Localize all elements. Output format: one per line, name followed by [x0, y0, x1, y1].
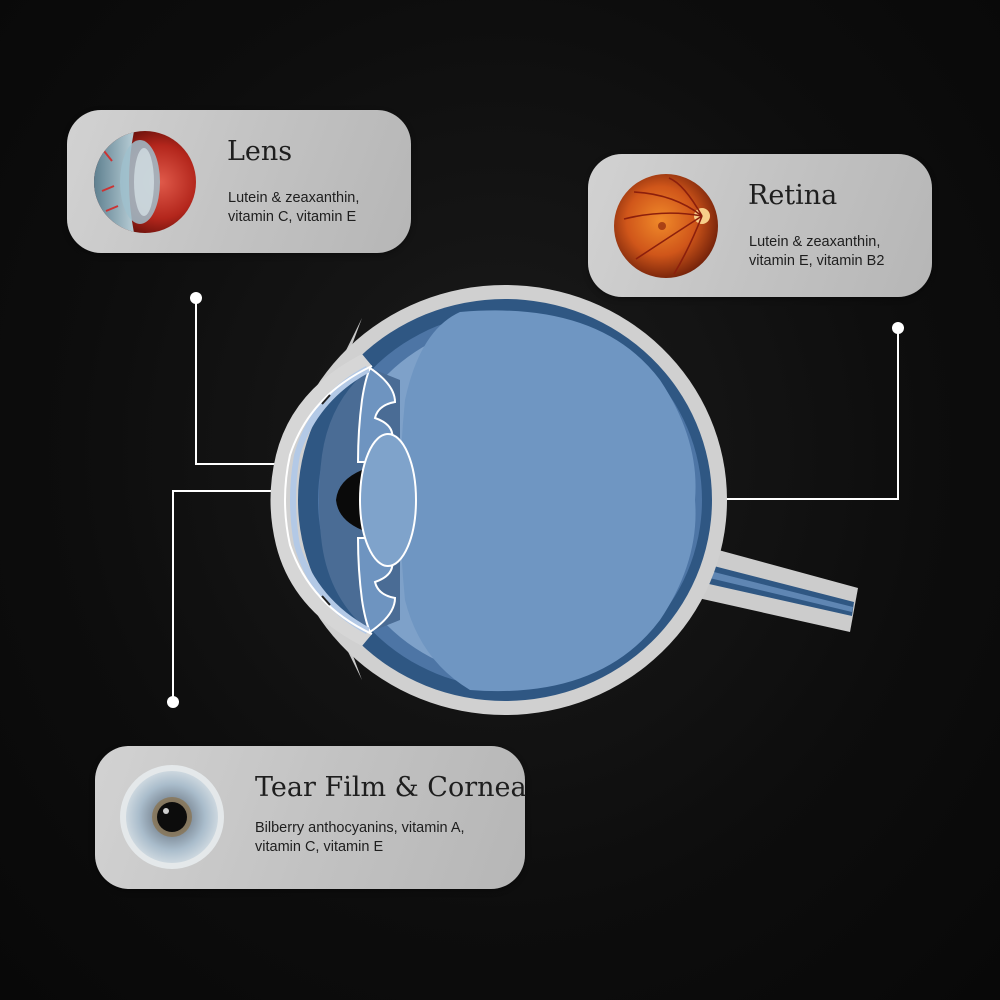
lens-closeup-image	[94, 131, 196, 233]
lens-card: Lens Lutein & zeaxanthin, vitamin C, vit…	[67, 110, 411, 253]
lens-nutrients-line-1: Lutein & zeaxanthin,	[228, 190, 360, 206]
tear-film-cornea-nutrients-line-2: vitamin C, vitamin E	[255, 839, 384, 855]
tear-film-cornea-card: Tear Film & Cornea Bilberry anthocyanins…	[95, 746, 527, 889]
retina-nutrients-line-1: Lutein & zeaxanthin,	[749, 234, 881, 250]
eyeball	[270, 285, 858, 715]
iris-closeup-image	[120, 765, 224, 869]
cornea-connector-line	[172, 490, 272, 702]
retina-nutrients-line-2: vitamin E, vitamin B2	[749, 253, 885, 269]
tear-film-cornea-nutrients: Bilberry anthocyanins, vitamin A, vitami…	[255, 819, 465, 857]
vitreous-body	[400, 310, 696, 692]
retina-connector-dot	[892, 322, 904, 334]
tear-film-cornea-title: Tear Film & Cornea	[255, 772, 527, 803]
pupil	[336, 470, 362, 530]
lens-nutrients: Lutein & zeaxanthin, vitamin C, vitamin …	[228, 189, 359, 227]
cornea-connector-dot	[167, 696, 179, 708]
lens-connector-dot	[190, 292, 202, 304]
retina-fundus-image	[614, 174, 718, 278]
lens-shape	[359, 433, 417, 567]
retina-nutrients: Lutein & zeaxanthin, vitamin E, vitamin …	[749, 233, 884, 271]
retina-connector-line	[683, 328, 899, 500]
cornea	[270, 354, 372, 646]
retina-title: Retina	[748, 180, 838, 211]
tear-film-cornea-nutrients-line-1: Bilberry anthocyanins, vitamin A,	[255, 820, 465, 836]
lens-title: Lens	[227, 136, 293, 167]
lens-nutrients-line-2: vitamin C, vitamin E	[228, 209, 357, 225]
retina-card: Retina Lutein & zeaxanthin, vitamin E, v…	[588, 154, 932, 297]
